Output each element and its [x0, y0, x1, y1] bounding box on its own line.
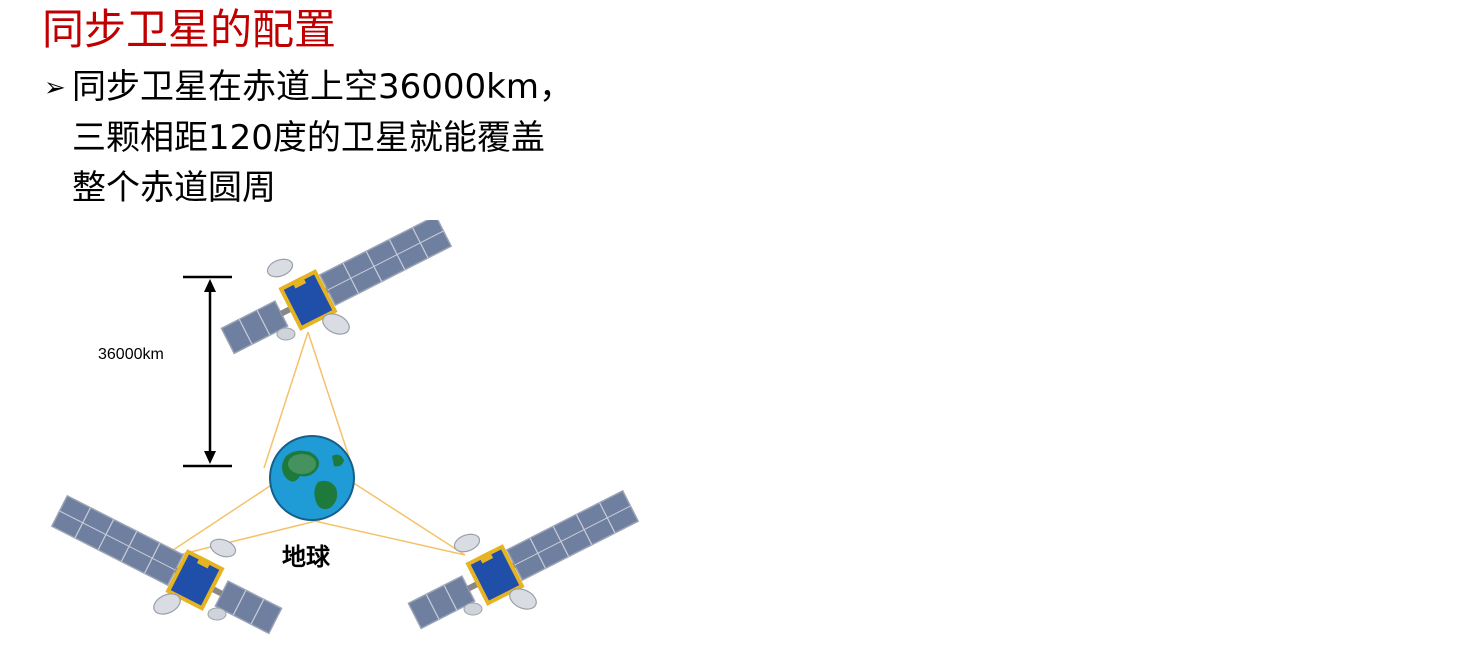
earth-globe-icon	[269, 435, 355, 521]
satellite-configuration-diagram: 36000km 地球	[40, 220, 650, 640]
dimension-arrow-icon	[183, 275, 232, 468]
bullet-text-line-1: 同步卫星在赤道上空36000km，	[72, 67, 573, 107]
bullet-text-line-3: 整个赤道圆周	[72, 168, 276, 208]
earth-label: 地球	[282, 544, 331, 571]
bullet-continuation: 整个赤道圆周	[44, 163, 684, 213]
arrow-bullet-icon: ➢	[44, 73, 66, 103]
satellite-icon	[49, 493, 285, 639]
altitude-label: 36000km	[98, 346, 164, 363]
satellite-icon	[405, 488, 641, 634]
bullet-text-line-2: 三颗相距120度的卫星就能覆盖	[72, 118, 545, 158]
beam-lines	[157, 331, 466, 561]
slide-title: 同步卫星的配置	[42, 5, 337, 54]
bullet-list: ➢同步卫星在赤道上空36000km， 三颗相距120度的卫星就能覆盖 整个赤道圆…	[44, 62, 684, 213]
bullet-item: ➢同步卫星在赤道上空36000km，	[44, 62, 684, 113]
satellite-icon	[218, 220, 454, 359]
bullet-continuation: 三颗相距120度的卫星就能覆盖	[44, 113, 684, 163]
